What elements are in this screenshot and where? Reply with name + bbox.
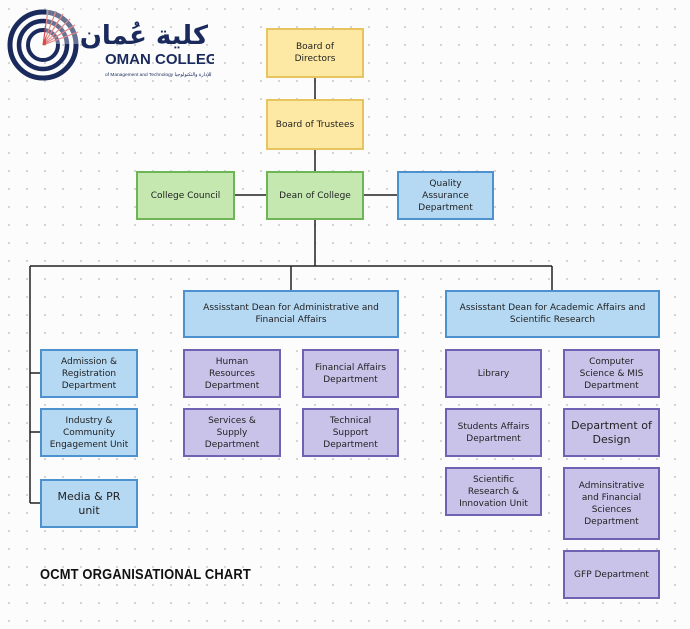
oman-college-logo: كلية عُمان OMAN COLLEGE of Management an… <box>7 8 214 81</box>
logo-arabic-name: كلية عُمان <box>80 21 209 51</box>
node-board-of-directors: Board of Directors <box>266 28 364 78</box>
node-assistant-dean-admin-financial: Assisstant Dean for Administrative and F… <box>183 290 399 338</box>
logo-english-name: OMAN COLLEGE <box>105 51 214 68</box>
node-assistant-dean-academic-research: Assisstant Dean for Academic Affairs and… <box>445 290 660 338</box>
chart-title: OCMT ORGANISATIONAL CHART <box>40 566 251 583</box>
node-administrative-financial-sciences: Adminsitrative and Financial Sciences De… <box>563 467 660 540</box>
node-computer-science-mis: Computer Science & MIS Department <box>563 349 660 398</box>
logo-emblem-icon <box>7 8 82 81</box>
node-college-council: College Council <box>136 171 235 220</box>
node-students-affairs: Students Affairs Department <box>445 408 542 457</box>
node-scientific-research-innovation: Scientific Research & Innovation Unit <box>445 467 542 516</box>
node-services-supply: Services & Supply Department <box>183 408 281 457</box>
node-admission-registration: Admission & Registration Department <box>40 349 138 398</box>
logo-tagline: of Management and Technology للإدارة وال… <box>105 72 212 78</box>
node-industry-community: Industry & Community Engagement Unit <box>40 408 138 457</box>
node-quality-assurance: Quality Assurance Department <box>397 171 494 220</box>
node-financial-affairs: Financial Affairs Department <box>302 349 399 398</box>
node-board-of-trustees: Board of Trustees <box>266 99 364 150</box>
node-library: Library <box>445 349 542 398</box>
node-gfp-department: GFP Department <box>563 550 660 599</box>
node-department-of-design: Department of Design <box>563 408 660 457</box>
node-human-resources: Human Resources Department <box>183 349 281 398</box>
node-dean-of-college: Dean of College <box>266 171 364 220</box>
node-technical-support: Technical Support Department <box>302 408 399 457</box>
node-media-pr: Media & PR unit <box>40 479 138 528</box>
